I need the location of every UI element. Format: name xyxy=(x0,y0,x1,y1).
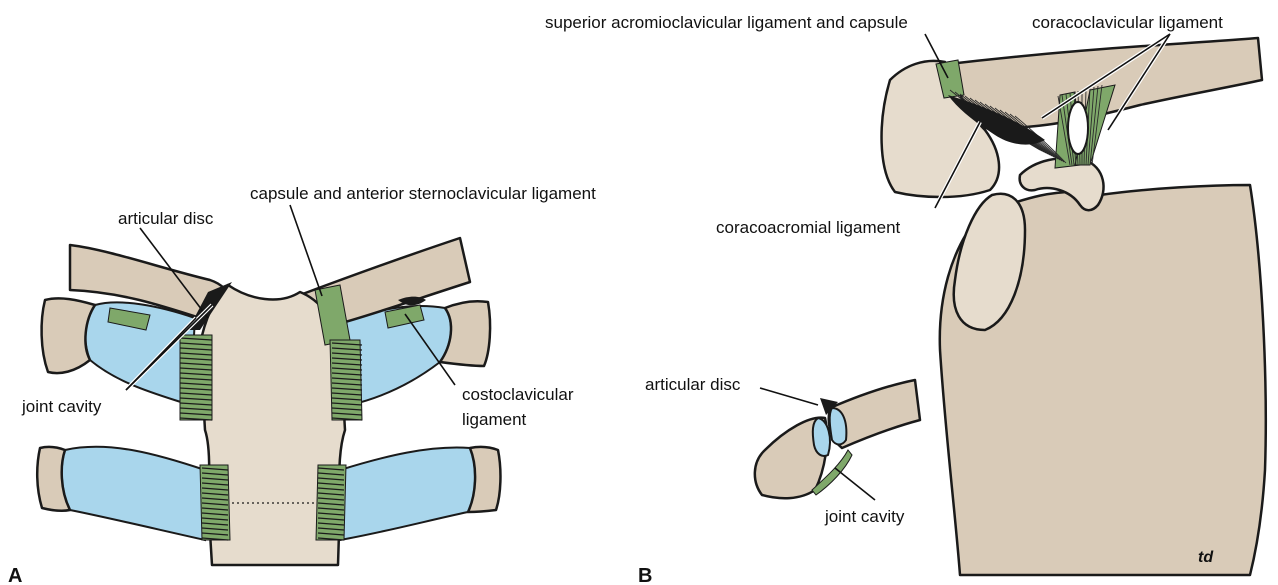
label-a-costoclavicular-line1: costoclavicular xyxy=(462,385,574,404)
label-a-costoclavicular-line2: ligament xyxy=(462,410,527,429)
label-b-coracoacromial-ligament: coracoacromial ligament xyxy=(716,218,901,237)
second-costal-cartilage-right xyxy=(340,448,475,540)
label-b-coracoclavicular-ligament: coracoclavicular ligament xyxy=(1032,13,1223,32)
panel-a-illustration xyxy=(37,238,500,565)
second-costal-cartilage-left xyxy=(62,447,205,540)
label-a-articular-disc: articular disc xyxy=(118,209,214,228)
panel-letter-b: B xyxy=(638,565,652,585)
artist-signature: td xyxy=(1198,549,1214,566)
panel-letter-a: A xyxy=(8,565,22,585)
label-a-joint-cavity: joint cavity xyxy=(21,397,102,416)
label-b-joint-cavity: joint cavity xyxy=(824,507,905,526)
label-a-capsule-anterior-sternoclavicular-ligament: capsule and anterior sternoclavicular li… xyxy=(250,184,596,203)
acromioclavicular-joint-inset xyxy=(755,380,920,498)
label-b-articular-disc: articular disc xyxy=(645,375,741,394)
label-b-superior-acromioclavicular-ligament: superior acromioclavicular ligament and … xyxy=(545,13,908,32)
panel-b-illustration xyxy=(755,38,1266,575)
